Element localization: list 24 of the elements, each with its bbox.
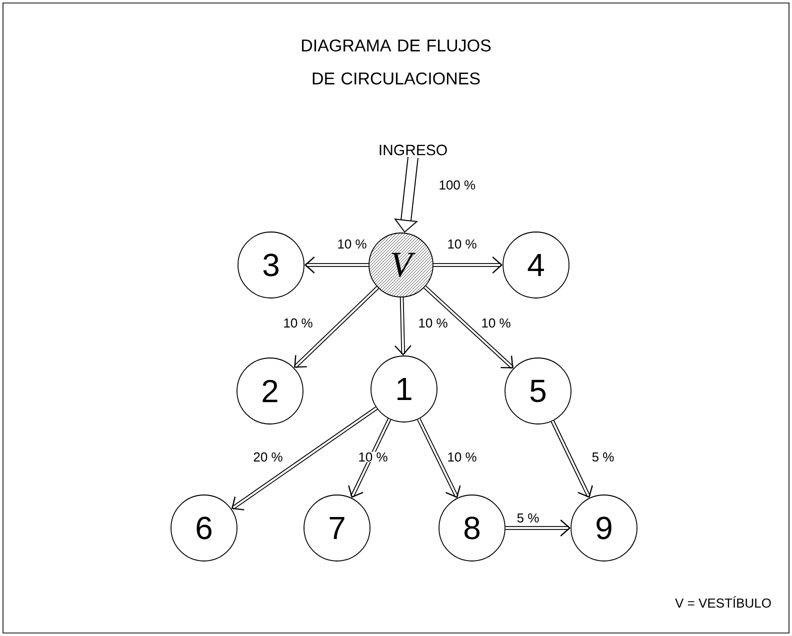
- flow-arrow: [433, 256, 503, 274]
- title: DIAGRAMA DE FLUJOS DE CIRCULACIONES: [302, 39, 491, 85]
- percentage-label: 10 %: [282, 318, 314, 328]
- flow-arrow: [231, 406, 378, 510]
- flow-arrow: [348, 418, 392, 498]
- percentage-label: 5 %: [591, 452, 615, 462]
- percentage-label: 5 %: [516, 512, 540, 524]
- flow-arrow: [294, 286, 379, 368]
- flow-arrow: [550, 420, 593, 498]
- percentage-label: 100 %: [438, 180, 476, 190]
- percentage-label: 10 %: [418, 318, 448, 328]
- legend-note: V = VESTÍBULO: [675, 596, 771, 608]
- flow-arrow: [417, 418, 461, 498]
- flow-arrow: [304, 256, 369, 274]
- flow-arrow: [505, 520, 571, 536]
- flow-arrow: [424, 286, 514, 369]
- entrance-label: INGRESO: [380, 144, 447, 156]
- percentage-label: 10 %: [446, 452, 478, 462]
- percentage-label: 20 %: [252, 452, 284, 462]
- flow-arrow: [394, 297, 412, 356]
- percentage-label: 10 %: [336, 238, 368, 250]
- percentage-label: 10 %: [480, 318, 512, 328]
- percentage-label: 10 %: [446, 238, 478, 250]
- percentage-label: 10 %: [358, 452, 388, 462]
